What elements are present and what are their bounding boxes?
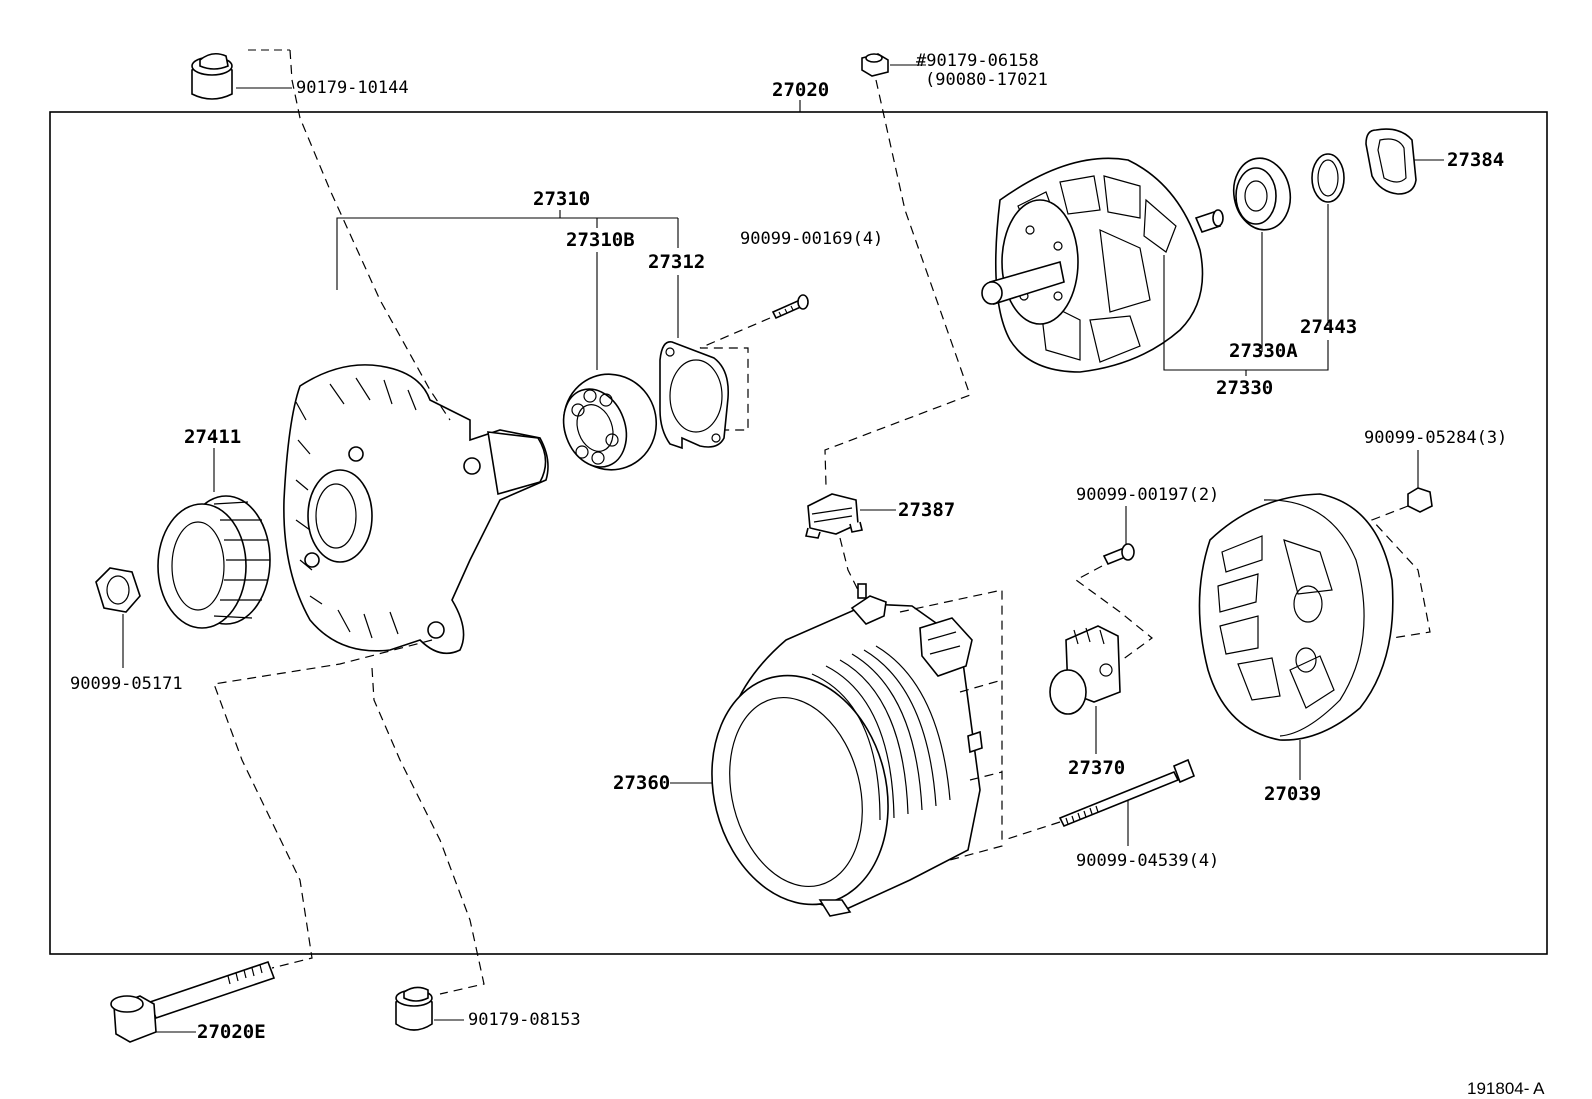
- label-90179-10144: 90179-10144: [296, 78, 409, 98]
- assembly-frame: [49, 111, 1548, 955]
- label-27310: 27310: [533, 188, 590, 210]
- bearing-27330a: [1232, 157, 1292, 231]
- rear-cover-27039: [1198, 493, 1394, 741]
- label-27310b: 27310B: [566, 229, 635, 251]
- drive-end-frame-27310: [283, 364, 549, 655]
- label-90099-05171: 90099-05171: [70, 674, 183, 694]
- stator-housing-27360: [711, 583, 983, 917]
- retainer-27312: [659, 341, 730, 450]
- label-90099-04539: 90099-04539(4): [1076, 851, 1219, 871]
- screw-90099-00169: [771, 294, 809, 320]
- label-27370: 27370: [1068, 757, 1125, 779]
- grommet-27387: [805, 493, 863, 539]
- label-27384: 27384: [1447, 149, 1504, 171]
- label-27020: 27020: [772, 79, 829, 101]
- through-bolt-90099-04539: [1058, 758, 1196, 828]
- screw-90099-00197: [1102, 543, 1135, 566]
- label-90099-00197: 90099-00197(2): [1076, 485, 1219, 505]
- label-90179-06158: #90179-06158: [916, 51, 1039, 71]
- nut-90179-06158: [861, 53, 889, 77]
- pulley-27411: [157, 495, 271, 629]
- washer-27443: [1311, 153, 1345, 203]
- nut-90099-05284: [1407, 487, 1433, 513]
- label-27330a: 27330A: [1229, 340, 1298, 362]
- label-27330: 27330: [1216, 377, 1273, 399]
- cover-27384: [1365, 128, 1417, 195]
- label-27039: 27039: [1264, 783, 1321, 805]
- label-27387: 27387: [898, 499, 955, 521]
- figure-id: 191804- A: [1467, 1079, 1545, 1098]
- brush-holder-27370: [1049, 625, 1121, 715]
- label-90179-08153: 90179-08153: [468, 1010, 581, 1030]
- rotor-27330: [981, 157, 1224, 373]
- bearing-27310b: [562, 373, 658, 471]
- nut-90179-08153: [395, 986, 433, 1031]
- label-27020e: 27020E: [197, 1021, 266, 1043]
- label-90099-00169: 90099-00169(4): [740, 229, 883, 249]
- bolt-27020e: [110, 960, 276, 1043]
- label-90099-05284: 90099-05284(3): [1364, 428, 1507, 448]
- nut-90179-10144: [191, 49, 290, 100]
- nut-90099-05171: [95, 567, 141, 613]
- label-27360: 27360: [613, 772, 670, 794]
- label-27411: 27411: [184, 426, 241, 448]
- label-27312: 27312: [648, 251, 705, 273]
- label-27443: 27443: [1300, 316, 1357, 338]
- label-90080-17021: (90080-17021: [925, 70, 1048, 90]
